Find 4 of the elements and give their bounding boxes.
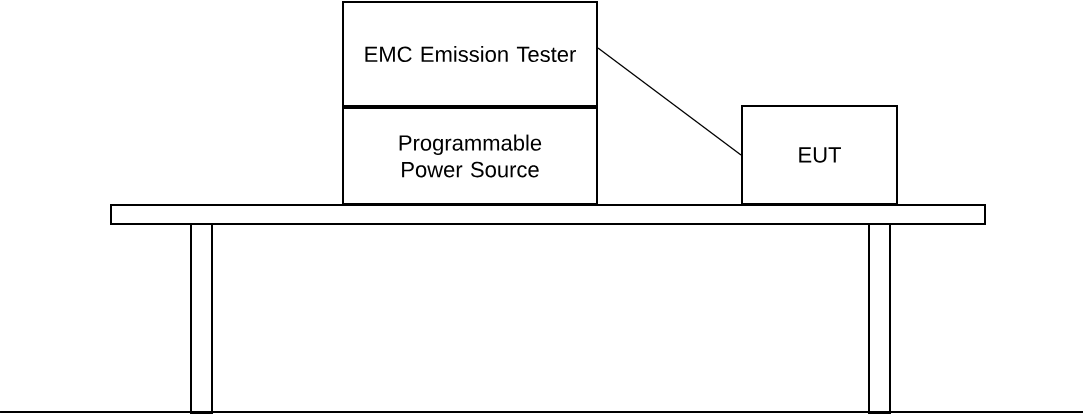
equipment-box: Programmable Power Source: [342, 107, 598, 205]
cable-line: [597, 47, 742, 156]
equipment-box: EUT: [741, 105, 898, 205]
equipment-box: EMC Emission Tester: [342, 1, 598, 107]
